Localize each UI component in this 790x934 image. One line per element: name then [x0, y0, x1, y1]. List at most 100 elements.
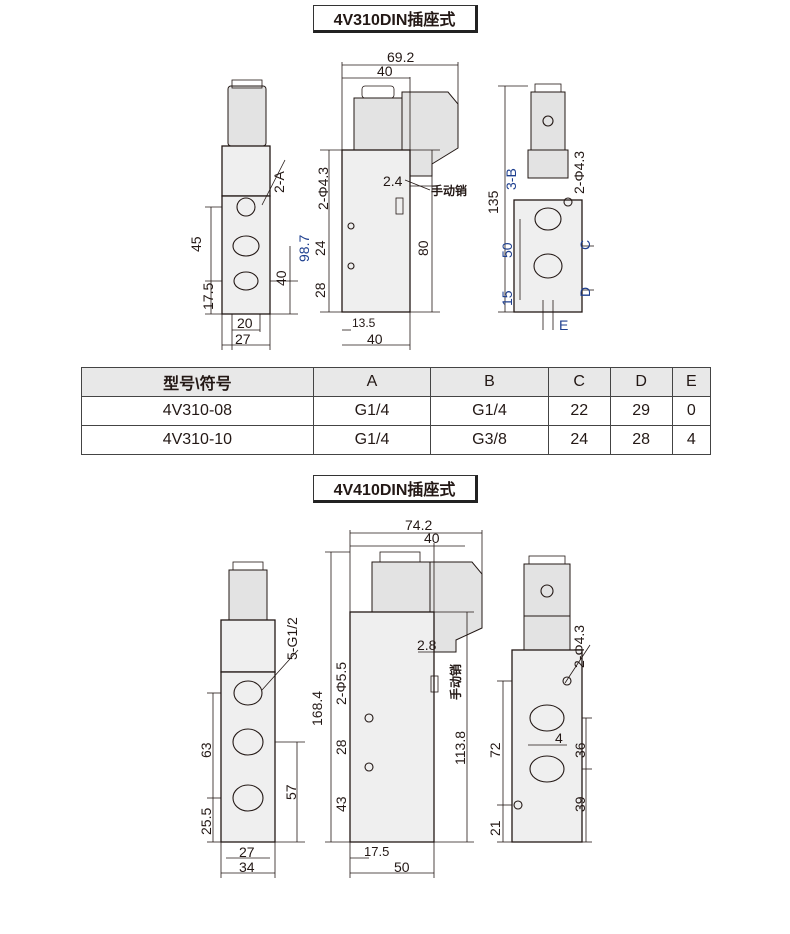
header-e: E — [671, 367, 712, 397]
cell-a: G1/4 — [312, 396, 432, 426]
dim-label: 43 — [333, 796, 349, 812]
top-front-view: 45 17.5 20 27 40 2-A — [188, 79, 298, 350]
top-right-valve-body — [513, 199, 583, 313]
dim-label: 2-Φ4.3 — [571, 625, 587, 668]
bottom-right-valve-body — [511, 649, 583, 843]
dim-label: 98.7 — [296, 235, 312, 262]
dim-label: C — [577, 240, 593, 250]
bottom-right-coil — [523, 563, 571, 617]
dim-label: 28 — [312, 282, 328, 298]
port-label: 5-G1/2 — [284, 617, 300, 660]
top-front-coil — [227, 85, 267, 147]
bottom-right-pilot — [523, 615, 571, 651]
bottom-front-pilot — [220, 619, 276, 673]
dim-label: 74.2 — [405, 517, 432, 533]
dim-label: 27 — [235, 331, 251, 347]
dim-label: 50 — [394, 859, 410, 875]
cell-d: 28 — [609, 425, 673, 455]
cell-d: 29 — [609, 396, 673, 426]
dim-label: 40 — [377, 63, 393, 79]
cell-a: G1/4 — [312, 425, 432, 455]
top-front-port-center — [232, 235, 260, 257]
bottom-right-view: 2-Φ4.3 72 4 36 39 21 — [487, 555, 592, 843]
dim-label: 2-Φ4.3 — [315, 167, 331, 210]
dim-label: 40 — [424, 530, 440, 546]
cell-model: 4V310-08 — [81, 396, 314, 426]
dim-label: 45 — [188, 236, 204, 252]
dim-label: 2.8 — [417, 637, 437, 653]
table-row: 4V310-10 G1/4 G3/8 24 28 4 — [81, 425, 712, 455]
dim-label: 20 — [237, 315, 253, 331]
bottom-side-din-connector — [429, 561, 483, 653]
manual-pin-label: 手动销 — [448, 664, 463, 700]
dim-label: 24 — [312, 240, 328, 256]
dim-label: 40 — [273, 270, 289, 286]
table-row: 4V310-08 G1/4 G1/4 22 29 0 — [81, 396, 712, 426]
cell-b: G1/4 — [430, 396, 549, 426]
top-front-port-a — [236, 197, 256, 217]
spec-table: 型号\符号 A B C D E 4V310-08 G1/4 G1/4 22 29… — [81, 367, 712, 455]
header-c: C — [547, 367, 611, 397]
dim-label: 3-B — [503, 168, 519, 190]
dim-label: 4 — [555, 730, 563, 746]
bottom-side-valve-body — [349, 611, 435, 843]
top-side-view: 69.2 40 2.4 2-Φ4.3 98.7 24 28 80 13.5 40… — [296, 49, 467, 350]
bottom-side-view: 74.2 40 2.8 2-Φ5.5 168.4 28 43 113.8 17.… — [309, 517, 483, 878]
dim-label: E — [559, 317, 568, 333]
dim-label: 2.4 — [383, 173, 403, 189]
top-front-port-lower — [233, 271, 259, 291]
bottom-side-coil — [371, 561, 431, 613]
dim-label: 36 — [572, 742, 588, 758]
top-right-view: 135 3-B 50 15 2-Φ4.3 C D E — [485, 83, 594, 333]
dim-label: 2-Φ4.3 — [571, 151, 587, 194]
top-right-coil — [530, 91, 566, 151]
top-side-manual-pin — [395, 197, 404, 215]
dim-label: 63 — [198, 742, 214, 758]
dim-label: 13.5 — [352, 316, 376, 330]
cell-c: 22 — [547, 396, 611, 426]
bottom-front-view: 63 25.5 57 27 34 5-G1/2 — [198, 561, 305, 878]
header-b: B — [430, 367, 549, 397]
top-side-coil-cap — [361, 85, 395, 99]
dim-label: 39 — [572, 796, 588, 812]
header-model: 型号\符号 — [81, 367, 314, 397]
dim-label: 50 — [499, 242, 515, 258]
dim-label: 113.8 — [452, 731, 468, 765]
header-d: D — [609, 367, 673, 397]
section-title-4v310: 4V310DIN插座式 — [313, 5, 478, 33]
dim-label: 28 — [333, 739, 349, 755]
bottom-front-valve-body — [220, 671, 276, 843]
dim-label: 168.4 — [309, 691, 325, 726]
manual-pin-label: 手动销 — [431, 183, 467, 198]
bottom-side-manual-pin — [430, 675, 439, 693]
dim-label: 40 — [367, 331, 383, 347]
cell-b: G3/8 — [430, 425, 549, 455]
top-right-pilot — [527, 149, 569, 179]
dim-label: 72 — [487, 742, 503, 758]
spec-table-header-row: 型号\符号 A B C D E — [81, 367, 712, 397]
top-front-valve-body — [221, 195, 271, 315]
dim-label: 69.2 — [387, 49, 414, 65]
dim-label: 17.5 — [200, 283, 216, 310]
section-title-4v410: 4V410DIN插座式 — [313, 475, 478, 503]
cell-e: 0 — [671, 396, 712, 426]
dim-label: 25.5 — [198, 808, 214, 835]
dim-label: 57 — [283, 784, 299, 800]
dim-label: D — [577, 287, 593, 297]
top-side-coil — [353, 97, 403, 151]
dim-label: 15 — [499, 290, 515, 306]
cell-model: 4V310-10 — [81, 425, 314, 455]
port-label: 2-A — [271, 171, 287, 193]
dim-label: 80 — [415, 240, 431, 256]
dim-label: 21 — [487, 820, 503, 836]
cell-e: 4 — [671, 425, 712, 455]
top-front-pilot — [221, 145, 271, 197]
bottom-front-coil — [228, 569, 268, 621]
dim-label: 34 — [239, 859, 255, 875]
dim-label: 2-Φ5.5 — [333, 662, 349, 705]
top-side-valve-body — [341, 149, 411, 313]
top-front-coil-cap — [231, 79, 263, 89]
dim-label: 135 — [485, 190, 501, 214]
cell-c: 24 — [547, 425, 611, 455]
